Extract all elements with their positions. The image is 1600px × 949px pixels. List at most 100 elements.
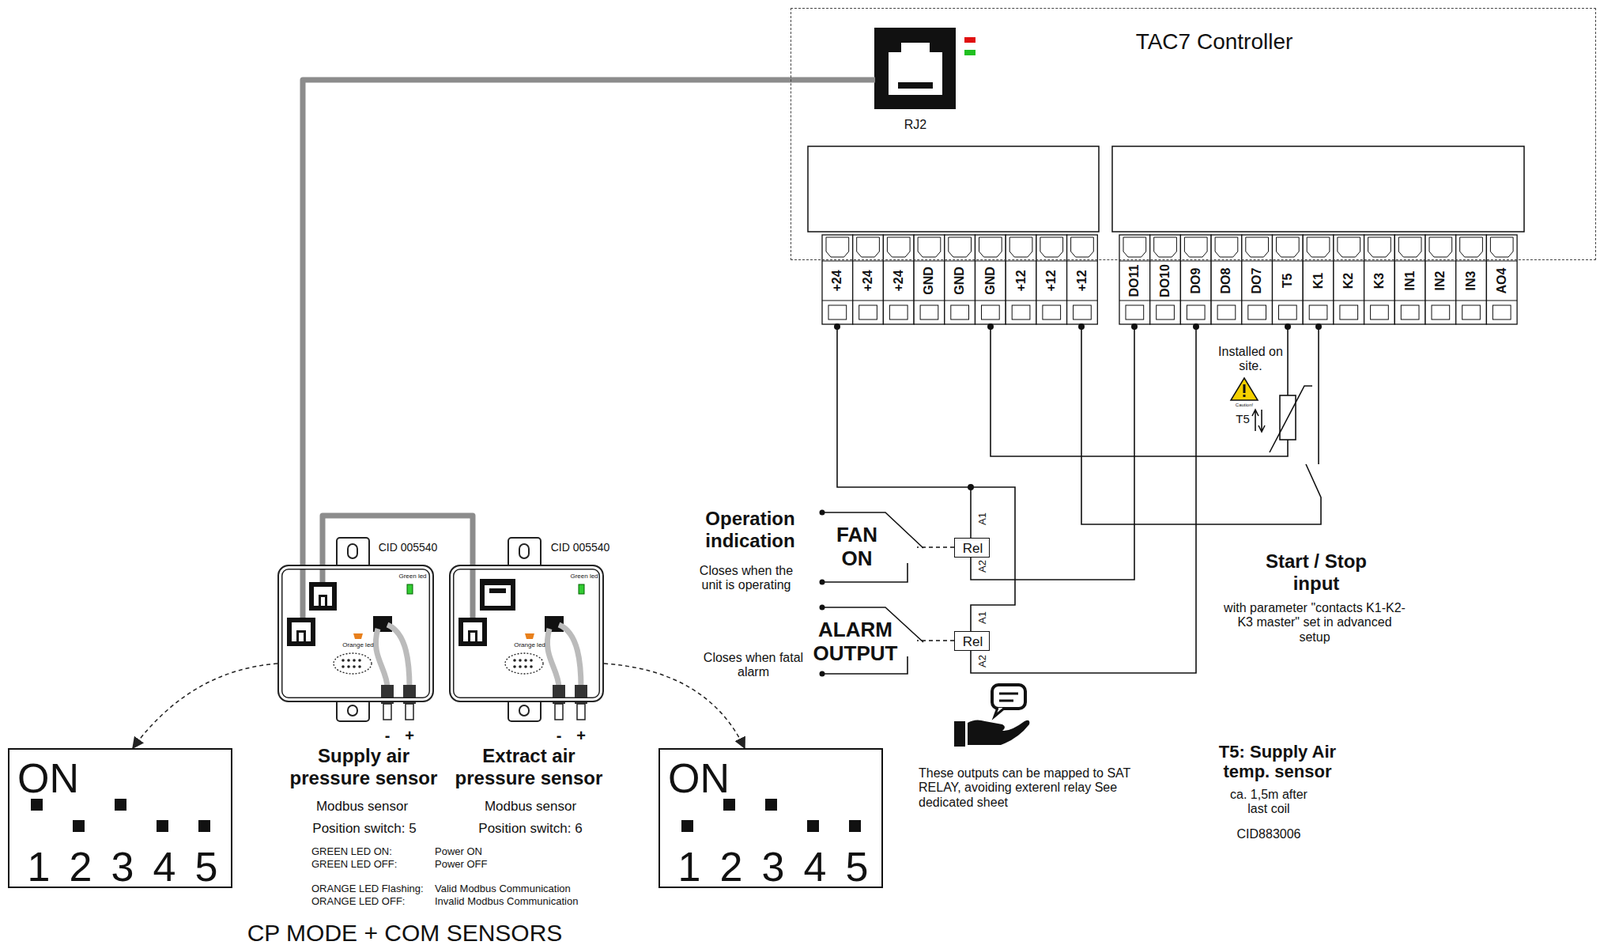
rj-jack: [320, 596, 325, 606]
hand-icon: [992, 684, 1026, 709]
label-text: +12: [1075, 269, 1090, 291]
wire-dot: [1192, 323, 1200, 330]
terminal: [1119, 260, 1151, 262]
terminal: [1302, 260, 1334, 262]
label-text: A1: [977, 611, 989, 624]
label-text: IN3: [1464, 271, 1479, 291]
hand-icon: [967, 719, 1030, 745]
terminal: [1180, 234, 1212, 325]
hand-icon: [954, 684, 1030, 747]
terminal: [1211, 300, 1242, 302]
sensor-parts: [358, 658, 362, 662]
relay-box: Rel: [954, 537, 990, 558]
sensor-cable: [320, 564, 326, 582]
label-text: Closes when fatal alarm: [698, 650, 809, 680]
node-text: 3: [762, 843, 785, 891]
label-text: A2: [977, 559, 989, 573]
label-text: ALARM OUTPUT: [807, 618, 903, 666]
terminal: [1456, 234, 1487, 325]
label-text: Green led: [569, 572, 598, 580]
sensor-parts: [383, 703, 392, 720]
terminal: [1067, 260, 1099, 262]
terminal: [1370, 305, 1389, 320]
terminal: [1180, 300, 1212, 302]
wire-dot: [967, 483, 974, 491]
wire: [970, 326, 1197, 673]
terminal: [826, 237, 850, 257]
wire: [1081, 326, 1321, 525]
terminal: [950, 305, 970, 320]
sensor-parts: [347, 664, 351, 668]
rj-jack: [964, 37, 976, 43]
caution-symbol: [1230, 377, 1258, 400]
terminal-housing: [807, 146, 1099, 232]
label-text: ORANGE LED OFF:: [311, 895, 405, 908]
sensor-cable: [302, 564, 473, 618]
terminal: [979, 237, 1003, 257]
terminal: [1302, 234, 1334, 325]
wire-dot: [819, 604, 826, 611]
terminal: [1486, 234, 1517, 325]
node-text: CID 005540: [378, 540, 438, 554]
terminal: [1394, 234, 1426, 325]
terminal: [920, 305, 939, 320]
terminal: [859, 305, 878, 320]
terminal: [1364, 260, 1396, 262]
sensor-cable: [470, 564, 476, 618]
label-text: DO8: [1218, 267, 1234, 295]
rj-jack: [489, 588, 506, 593]
label-text: +: [576, 726, 586, 745]
terminal: [1150, 260, 1182, 262]
label-text: ORANGE LED Flashing:: [311, 883, 424, 895]
terminal: [1425, 260, 1457, 262]
label-text: Valid Modbus Communication: [434, 883, 571, 895]
terminal: [1123, 237, 1147, 257]
sensor-parts: [405, 703, 414, 720]
terminal-housing: [807, 146, 1525, 232]
node-text: 5: [195, 843, 219, 891]
terminal: [889, 305, 908, 320]
label-text: with parameter "contacts K1-K2-K3 master…: [1223, 600, 1406, 645]
terminal: [1425, 300, 1457, 302]
terminal: [1009, 237, 1033, 257]
terminal: [1067, 300, 1099, 302]
label-text: +12: [1013, 269, 1028, 291]
terminal: [1276, 237, 1300, 257]
terminal: [1005, 300, 1037, 302]
dip-switch: [765, 798, 778, 811]
terminal: [1337, 237, 1361, 257]
terminal: [1248, 305, 1267, 320]
terminal: [822, 260, 853, 262]
label-text: Green led: [398, 572, 427, 580]
terminal: [913, 300, 945, 302]
callout-arrow: [603, 663, 745, 748]
rj-jack: [964, 49, 976, 56]
sensor-parts: [352, 658, 356, 662]
terminal: [944, 300, 976, 302]
terminal: [1036, 234, 1068, 325]
terminal: [1241, 260, 1273, 262]
sensor-parts: [341, 658, 362, 668]
terminal: [1302, 300, 1334, 302]
wire: [1317, 326, 1320, 465]
node-text: Supply air pressure sensor: [284, 744, 443, 789]
rj-jack: [458, 617, 487, 646]
callout-arrow: [132, 663, 278, 748]
terminal: [1368, 237, 1392, 257]
sensor-housing: CID 005540Supply air pressure sensor: [277, 564, 434, 702]
sensor-parts: [341, 658, 345, 662]
terminal: [1339, 305, 1359, 320]
dip-switch: [849, 819, 861, 832]
terminal: [1431, 305, 1450, 320]
wire-dot: [819, 671, 826, 677]
terminal: [913, 234, 945, 325]
rj-jack: [467, 630, 478, 642]
terminal: [1279, 305, 1298, 320]
sensor-parts: [336, 537, 370, 568]
caption-text: CP MODE + COM SENSORS: [247, 919, 563, 948]
label-text: Start / Stop input: [1256, 550, 1376, 594]
dip-switch: [681, 819, 694, 832]
sensor-parts: [341, 664, 345, 668]
terminal: [1125, 305, 1144, 320]
